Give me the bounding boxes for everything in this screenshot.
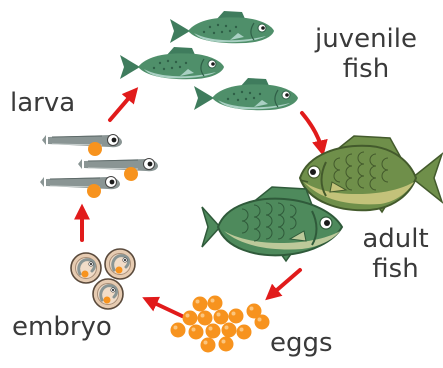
juvenile-fish-icon [120,47,224,79]
arrow-larva-to-juvenile [110,92,134,120]
label-eggs: eggs [270,330,333,356]
eggs-cluster [171,296,270,353]
egg-icon [183,311,198,326]
larva-icon [78,159,158,172]
yolk-sac-icon [88,142,102,156]
yolk-sac-icon [87,184,101,198]
juvenile-fish-icon [170,11,274,43]
arrow-eggs-to-embryo [148,300,182,316]
egg-icon [193,297,208,312]
label-embryo: embryo [12,314,112,340]
label-juvenile-line2: fish [286,54,443,84]
egg-icon [237,325,252,340]
egg-icon [201,338,216,353]
arrow-adult-to-eggs [270,270,300,296]
embryo-egg-icon [93,279,123,309]
larva-icon [42,135,122,148]
larva-icon [40,177,120,190]
label-juvenile-line1: juvenile [286,24,443,54]
egg-icon [208,296,223,311]
egg-icon [171,323,186,338]
embryo-cluster [71,249,135,309]
embryo-egg-icon [105,249,135,279]
egg-icon [219,337,234,352]
yolk-sac-icon [124,167,138,181]
egg-icon [206,324,221,339]
egg-icon [222,323,237,338]
egg-icon [255,315,270,330]
embryo-egg-icon [71,253,101,283]
egg-icon [189,325,204,340]
label-adult-fish: adult fish [348,224,443,284]
label-larva: larva [10,90,75,116]
label-adult-line2: fish [348,254,443,284]
label-juvenile-fish: juvenile fish [286,24,443,84]
egg-icon [214,310,229,325]
arrow-juvenile-to-adult [302,113,322,150]
larva-cluster [40,135,158,199]
egg-icon [198,311,213,326]
juvenile-fish-group [120,11,298,110]
egg-icon [229,309,244,324]
juvenile-fish-icon [194,78,298,110]
label-adult-line1: adult [348,224,443,254]
